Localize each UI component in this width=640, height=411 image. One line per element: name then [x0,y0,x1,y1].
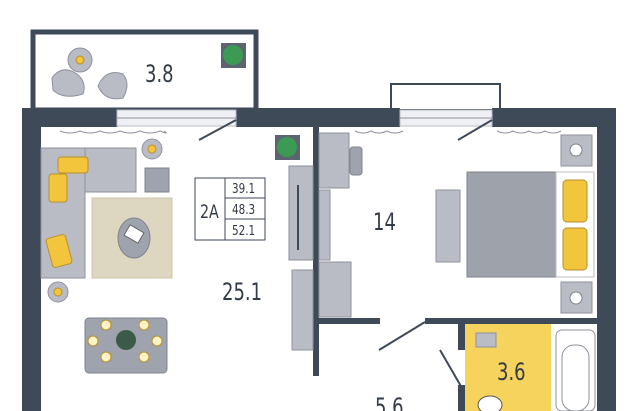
room-area-bathroom: 3.6 [497,359,526,387]
tv-icon [318,189,331,261]
nightstand-icon [560,281,593,314]
total-area-with-balcony: 52.1 [232,223,255,238]
room-area-bedroom: 14 [373,209,396,237]
apartment-type: 2A [200,200,219,223]
centerpiece-icon [116,330,136,350]
desk-icon [318,132,350,189]
side-table-icon [144,167,170,193]
toilet-icon [477,395,503,411]
bedroom-balcony [390,83,501,111]
cushion-icon [48,173,68,203]
walls [22,108,616,411]
door-swings [198,119,493,389]
balcony: 3.8 [30,29,259,113]
bed-icon [466,171,557,278]
cushion-icon [45,234,73,268]
pillow-icon [562,179,588,223]
towel-rail-icon [475,332,497,348]
bench-icon [435,189,461,263]
chair-icon [349,146,363,176]
windows [116,109,493,127]
apartment-info-table: 2A 39.1 48.3 52.1 [194,177,266,241]
total-area: 48.3 [232,202,255,217]
room-area-hallway: 5.6 [375,394,404,411]
bathroom [465,324,596,411]
cushion-icon [57,156,89,174]
plant-icon [223,45,243,65]
room-area-balcony: 3.8 [145,61,174,89]
tv-stand-icon [288,165,314,261]
armchair-icon [51,69,85,97]
room-area-living-room: 25.1 [222,279,262,307]
wardrobe-icon [318,261,352,318]
living-area: 39.1 [232,181,255,196]
armchair-icon [97,72,128,100]
living-room-furniture [40,130,314,374]
radiator-icon [291,269,314,351]
bedroom-furniture [318,130,595,318]
pillow-icon [562,227,588,271]
plant-icon [277,137,297,157]
